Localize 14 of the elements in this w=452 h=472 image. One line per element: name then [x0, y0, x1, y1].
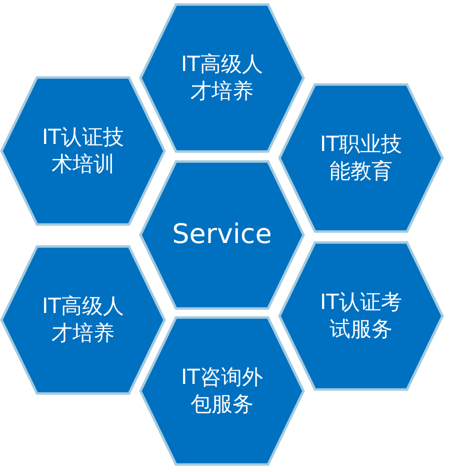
hexagon-label: IT高级人才培养: [180, 51, 264, 105]
hexagon-label: IT职业技能教育: [318, 131, 404, 185]
hexagon-tile: [278, 241, 444, 391]
hexagon-tile: [0, 76, 166, 226]
hexagon-label: IT咨询外包服务: [180, 364, 264, 418]
hexagon-tile: [139, 3, 305, 153]
hexagon-tile: [139, 316, 305, 466]
hexagon-tile: [0, 245, 166, 395]
hexagon-label: IT认证技术培训: [40, 124, 126, 178]
hexagon-label: IT认证考试服务: [318, 289, 404, 343]
hexagon-tile: [278, 83, 444, 233]
hexagon-tile: [139, 160, 305, 310]
hexagon-label: IT高级人才培养: [40, 293, 126, 347]
hexagon-label: Service: [172, 219, 272, 251]
